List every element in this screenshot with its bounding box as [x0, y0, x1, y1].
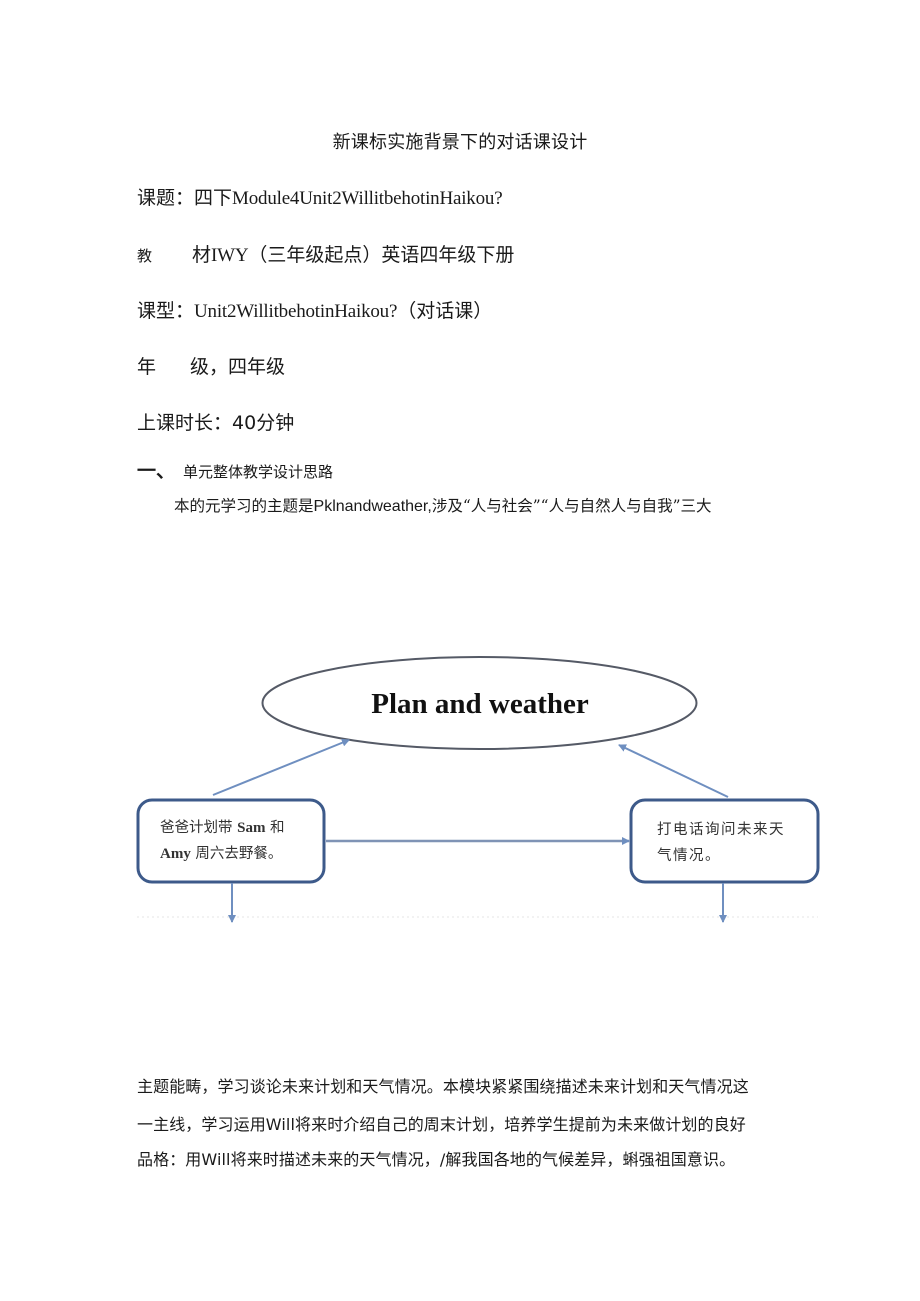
intro-part-1: 本的元学习的主题是: [174, 497, 314, 515]
section-number: 一、: [137, 460, 176, 482]
right-box-line-2: 气情况。: [657, 848, 721, 864]
textbook-value-en: IWY: [211, 245, 249, 266]
grade-value: 四年级: [228, 356, 286, 378]
intro-part-en: Pklnandweather,: [313, 498, 432, 515]
lesson-type-label: 课型：: [137, 300, 195, 322]
body-line-2: 一主线，学习运用Will将来时介绍自己的周末计划，培养学生提前为未来做计划的良好: [137, 1115, 746, 1134]
meta-topic: 课题：四下Module4Unit2WillitbehotinHaikou?: [137, 186, 503, 211]
arrow-right-to-center: [618, 744, 729, 798]
duration-value: 40分钟: [232, 412, 295, 434]
textbook-label-1: 教: [137, 247, 153, 265]
body-line-1: 主题能畴，学习谈论未来计划和天气情况。本模块紧紧围绕描述未来计划和天气情况这: [137, 1077, 749, 1096]
left-box-line-2: Amy 周六去野餐。: [160, 846, 283, 862]
lesson-type-value-en: Unit2WillitbehotinHaikou?: [194, 301, 398, 322]
left-box-text: 爸爸计划带 Sam 和 Amy 周六去野餐。: [160, 815, 320, 867]
meta-grade: 年 级，四年级: [137, 355, 285, 379]
grade-label-1: 年: [137, 356, 157, 378]
topic-label: 课题：: [137, 187, 195, 209]
duration-label: 上课时长：: [137, 412, 233, 434]
textbook-value-zh: （三年级起点）英语四年级下册: [248, 244, 515, 266]
right-box-text: 打电话询问未来天 气情况。: [657, 817, 817, 869]
section-1-intro: 本的元学习的主题是Pklnandweather,涉及“人与社会”“人与自然人与自…: [174, 494, 712, 516]
lesson-type-value-zh: （对话课）: [397, 300, 493, 322]
textbook-label-2: 材: [192, 244, 212, 266]
meta-lesson-type: 课型：Unit2WillitbehotinHaikou?（对话课）: [137, 299, 492, 324]
intro-part-2: 涉及“人与社会”“人与自然人与自我”三大: [431, 497, 712, 515]
body-line-3: 品格：用Will将来时描述未来的天气情况，/解我国各地的气候差异，蝌强祖国意识。: [137, 1150, 736, 1169]
grade-label-2: 级，: [190, 356, 229, 378]
topic-value: Module4Unit2WillitbehotinHaikou?: [232, 188, 503, 209]
section-title: 单元整体教学设计思路: [183, 463, 334, 481]
section-1-heading: 一、单元整体教学设计思路: [137, 456, 333, 483]
meta-duration: 上课时长：40分钟: [137, 411, 294, 435]
left-box-line-1: 爸爸计划带 Sam 和: [160, 820, 285, 836]
right-box-line-1: 打电话询问未来天: [657, 822, 785, 838]
arrow-left-to-center: [212, 738, 350, 796]
document-title: 新课标实施背景下的对话课设计: [332, 132, 588, 153]
center-label: Plan and weather: [371, 688, 589, 720]
topic-prefix: 四下: [194, 187, 233, 209]
meta-textbook: 教 材IWY（三年级起点）英语四年级下册: [137, 243, 514, 268]
